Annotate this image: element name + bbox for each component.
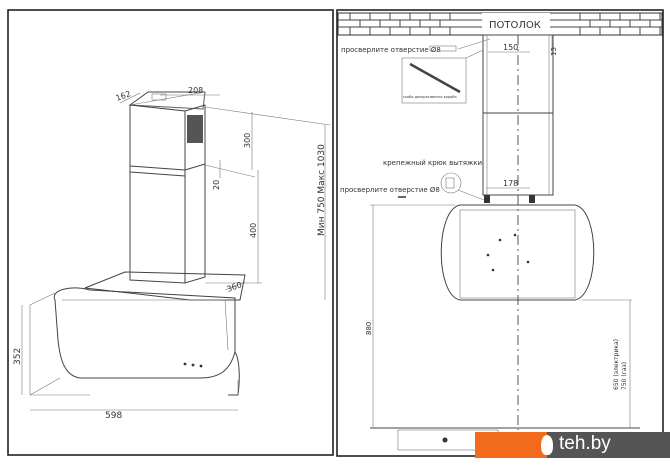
left-panel-frame [7,9,334,456]
teh-by-watermark: teh.by [475,432,670,458]
svg-text:300: 300 [243,133,252,148]
svg-text:208: 208 [188,86,203,95]
right-annotations: просверлите отверстие Ø8 150 13 скоба де… [340,35,632,428]
watermark-logo-icon [541,435,553,455]
ceiling-label: ПОТОЛОК [489,20,541,31]
svg-text:750 (газ): 750 (газ) [621,362,628,390]
watermark-orange-block [475,432,547,458]
svg-text:598: 598 [105,411,122,421]
hook-label: крепежный крюк вытяжки [383,159,482,167]
ceiling-brick-wall: ПОТОЛОК [337,12,663,36]
left-dimensions: 162 208 300 20 400 Мин 750 Макс 1030 360… [13,86,331,421]
drill-bottom-label: просверлите отверстие Ø8 [340,186,440,194]
svg-text:178: 178 [503,179,518,188]
svg-text:20: 20 [212,180,221,190]
svg-text:Мин 750 Макс 1030: Мин 750 Макс 1030 [317,144,327,236]
hood-3d-view [29,91,246,396]
watermark-text: teh.by [559,433,611,454]
drill-top-label: просверлите отверстие Ø8 [341,46,441,54]
svg-text:650 (электрика): 650 (электрика) [613,339,620,390]
hood-front-view [370,204,640,451]
svg-text:400: 400 [249,223,258,238]
svg-text:880: 880 [365,322,373,335]
svg-text:скоба декоративного короба: скоба декоративного короба [403,95,457,99]
svg-text:352: 352 [13,348,23,365]
svg-text:360: 360 [226,280,243,294]
svg-text:13: 13 [550,47,558,56]
svg-text:150: 150 [503,43,518,52]
vent-grille [187,115,203,143]
watermark-gray-block [547,432,670,458]
hood-glass-panel [53,287,236,379]
chimney-front-view [482,34,554,430]
bracket-inset [401,57,467,104]
svg-text:162: 162 [115,89,132,103]
